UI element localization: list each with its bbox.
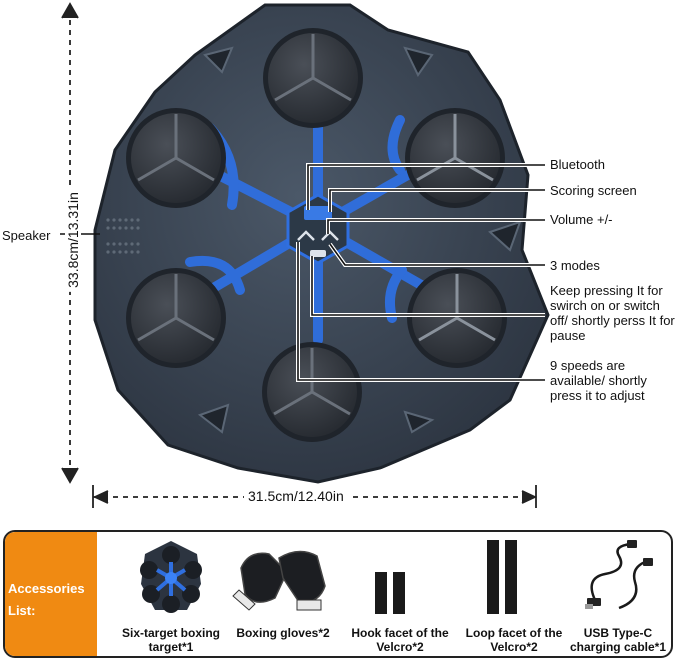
power-button-icon xyxy=(310,250,326,257)
accessory-item: USB Type-C charging cable*1 xyxy=(565,532,671,656)
boxing-gloves-icon xyxy=(232,550,326,611)
accessories-title: Accessories xyxy=(8,581,85,596)
accessory-caption: Six-target boxing target*1 xyxy=(121,626,220,654)
accessory-caption: Hook facet of the Velcro*2 xyxy=(351,626,449,654)
mode-button-icon xyxy=(297,230,315,241)
speed-button-callout: 9 speeds are available/ shortly press it… xyxy=(550,358,647,403)
scoring-screen-callout: Scoring screen xyxy=(550,183,637,198)
accessory-item: Six-target boxing target*1 xyxy=(115,532,227,656)
hook-velcro-icon xyxy=(375,572,405,614)
accessory-item: Hook facet of the Velcro*2 xyxy=(341,532,459,656)
height-dimension-label: 33.8cm/13.31in xyxy=(65,188,81,292)
accessories-panel: Accessories List: Six-target boxing targ… xyxy=(3,530,673,658)
speaker-grille xyxy=(106,218,140,254)
width-dimension-label: 31.5cm/12.40in xyxy=(244,488,348,504)
accessory-caption: USB Type-C charging cable*1 xyxy=(569,626,667,654)
accessory-item: Loop facet of the Velcro*2 xyxy=(455,532,573,656)
speaker-callout: Speaker xyxy=(2,228,51,243)
modes-callout: 3 modes xyxy=(550,258,600,273)
target-pads xyxy=(126,28,507,442)
power-button-callout: Keep pressing It for swirch on or switch… xyxy=(550,283,675,343)
accessory-item: Boxing gloves*2 xyxy=(229,532,337,656)
bluetooth-callout: Bluetooth xyxy=(550,157,605,172)
accessory-caption: Loop facet of the Velcro*2 xyxy=(465,626,563,654)
accessories-title-list: List: xyxy=(8,603,36,618)
scoring-screen-display xyxy=(304,206,332,220)
accessory-caption: Boxing gloves*2 xyxy=(236,626,330,640)
usb-cable-icon xyxy=(585,540,653,610)
accessories-tag: Accessories List: xyxy=(5,532,97,656)
loop-velcro-icon xyxy=(487,540,517,614)
boxing-target-icon xyxy=(140,541,202,613)
volume-callout: Volume +/- xyxy=(550,212,613,227)
